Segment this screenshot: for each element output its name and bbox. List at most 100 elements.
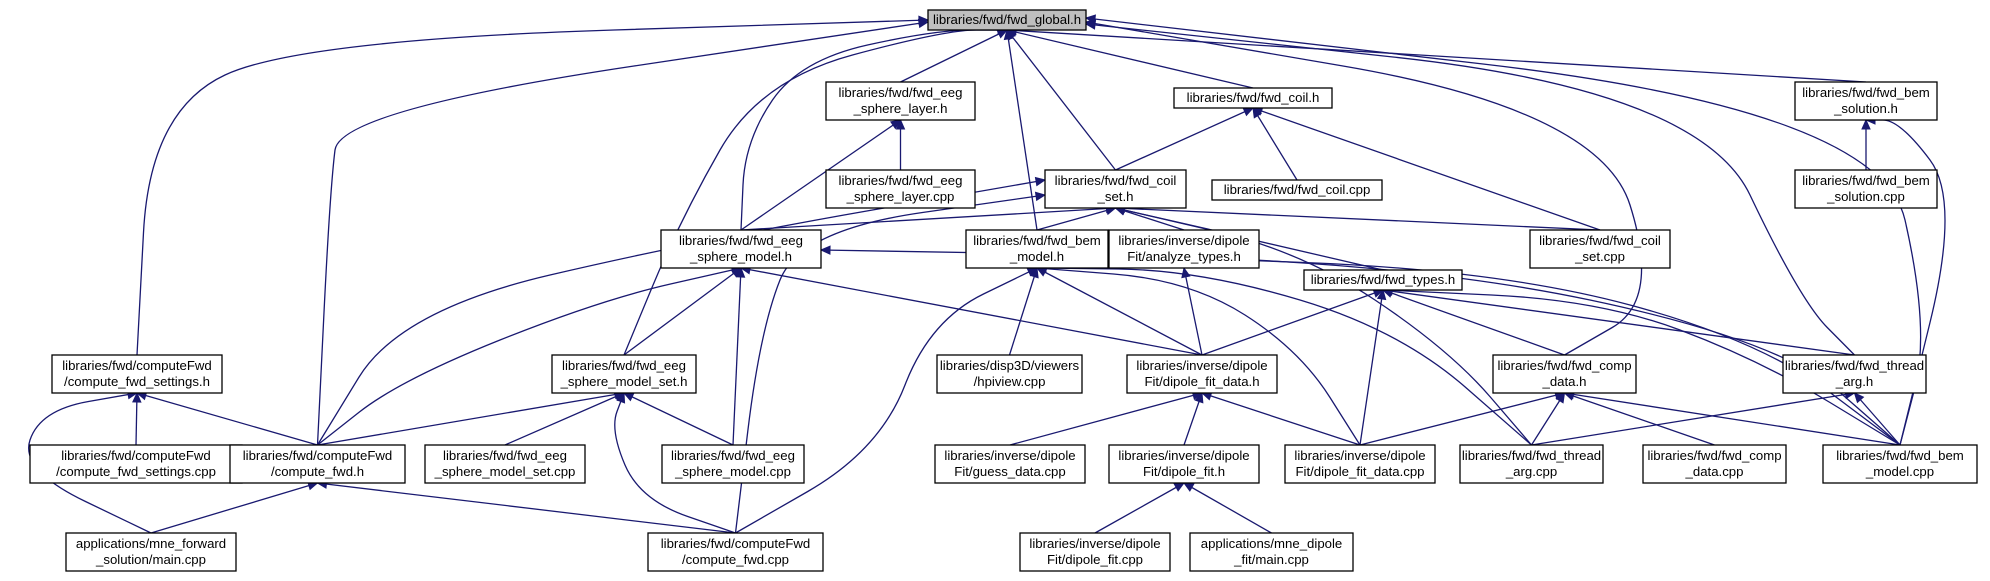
- node-eeg-model-set-cpp[interactable]: libraries/fwd/fwd_eeg_sphere_model_set.c…: [424, 444, 586, 484]
- node-label-line: libraries/fwd/fwd_bem: [1802, 85, 1930, 100]
- node-eeg-model-h[interactable]: libraries/fwd/fwd_eeg_sphere_model.h: [660, 229, 822, 269]
- edge-compute_fwd_h-to-coil_set_h: [316, 179, 1046, 446]
- node-bem-sol-cpp[interactable]: libraries/fwd/fwd_bem_solution.cpp: [1794, 169, 1938, 209]
- node-box: [29, 444, 243, 484]
- node-fit-data-h[interactable]: libraries/inverse/dipoleFit/dipole_fit_d…: [1126, 354, 1278, 394]
- arrowhead-comp_data_h: [1555, 391, 1566, 404]
- node-label-line: libraries/fwd/fwd_thread: [1462, 448, 1601, 463]
- node-coil-set-h[interactable]: libraries/fwd/fwd_coil_set.h: [1044, 169, 1187, 209]
- node-box: [229, 444, 406, 484]
- node-bem-sol-h[interactable]: libraries/fwd/fwd_bem_solution.h: [1794, 81, 1938, 121]
- node-coil-cpp[interactable]: libraries/fwd/fwd_coil.cpp: [1211, 179, 1383, 201]
- node-label-line: /hpiview.cpp: [974, 374, 1046, 389]
- node-label-line: applications/mne_dipole: [1201, 536, 1343, 551]
- arrowhead-global: [1003, 28, 1014, 41]
- node-guess-data-cpp[interactable]: libraries/inverse/dipoleFit/guess_data.c…: [934, 444, 1086, 484]
- node-label-line: libraries/fwd/fwd_coil: [1055, 173, 1177, 188]
- node-box: [1173, 87, 1333, 109]
- node-analyze-types-h[interactable]: libraries/inverse/dipoleFit/analyze_type…: [1108, 229, 1260, 269]
- node-label-line: libraries/fwd/fwd_bem: [1836, 448, 1964, 463]
- node-label-line: _data.cpp: [1685, 464, 1744, 479]
- edge-bem_model_cpp-to-comp_data_h: [1564, 392, 1901, 446]
- edge-eeg_model_set_h-to-global: [623, 29, 1007, 356]
- node-label-line: libraries/inverse/dipole: [1118, 448, 1249, 463]
- edge-eeg_model_set_cpp-to-eeg_model_set_h: [504, 392, 625, 446]
- node-global[interactable]: libraries/fwd/fwd_global.h: [927, 9, 1087, 31]
- arrowhead-analyze_types_h: [1181, 266, 1191, 279]
- arrowhead-dipole_fit_h: [1182, 482, 1195, 492]
- node-label-line: libraries/fwd/fwd_bem: [973, 233, 1101, 248]
- node-fit-data-cpp[interactable]: libraries/inverse/dipoleFit/dipole_fit_d…: [1284, 444, 1436, 484]
- edge-fit_data_cpp-to-types_h: [1359, 289, 1384, 446]
- edge-coil_set_h-to-coil_h: [1115, 107, 1254, 171]
- node-label-line: _sphere_model.h: [689, 249, 792, 264]
- edge-dipole_fit_cpp-to-dipole_fit_h: [1094, 482, 1185, 534]
- node-box: [1782, 354, 1927, 394]
- arrowhead-types_h: [1376, 288, 1387, 301]
- node-dipole-fit-cpp[interactable]: libraries/inverse/dipoleFit/dipole_fit.c…: [1019, 532, 1171, 572]
- arrowhead-coil_set_h: [1034, 191, 1047, 202]
- arrowhead-eeg_model_set_h: [622, 392, 635, 402]
- node-label-line: /compute_fwd_settings.cpp: [56, 464, 216, 479]
- node-comp-data-h[interactable]: libraries/fwd/fwd_comp_data.h: [1492, 354, 1637, 394]
- node-compute-settings-h[interactable]: libraries/fwd/computeFwd/compute_fwd_set…: [51, 354, 223, 394]
- node-eeg-layer-h[interactable]: libraries/fwd/fwd_eeg_sphere_layer.h: [825, 81, 976, 121]
- node-label-line: libraries/fwd/fwd_eeg: [679, 233, 803, 248]
- node-box: [1108, 229, 1260, 269]
- node-mne-forward-main[interactable]: applications/mne_forward_solution/main.c…: [65, 532, 237, 572]
- node-label-line: _sphere_layer.h: [853, 101, 948, 116]
- node-label-line: _arg.h: [1835, 374, 1873, 389]
- arrowhead-dipole_fit_h: [1173, 482, 1186, 492]
- node-box: [551, 354, 697, 394]
- node-compute-settings-cpp[interactable]: libraries/fwd/computeFwd/compute_fwd_set…: [29, 444, 243, 484]
- edge-coil_set_cpp-to-coil_set_h: [1115, 207, 1601, 231]
- node-comp-data-cpp[interactable]: libraries/fwd/fwd_comp_data.cpp: [1642, 444, 1787, 484]
- node-box: [424, 444, 586, 484]
- node-box: [65, 532, 237, 572]
- node-label-line: libraries/inverse/dipole: [1136, 358, 1267, 373]
- edge-coil_set_cpp-to-coil_h: [1252, 107, 1601, 231]
- node-compute-fwd-h[interactable]: libraries/fwd/computeFwd/compute_fwd.h: [229, 444, 406, 484]
- node-label-line: /compute_fwd.cpp: [682, 552, 789, 567]
- node-box: [1189, 532, 1354, 572]
- edge-fit_data_cpp-to-comp_data_h: [1359, 392, 1565, 446]
- node-bem-model-h[interactable]: libraries/fwd/fwd_bem_model.h: [965, 229, 1109, 269]
- node-eeg-model-set-h[interactable]: libraries/fwd/fwd_eeg_sphere_model_set.h: [551, 354, 697, 394]
- node-label-line: libraries/fwd/fwd_coil: [1539, 233, 1661, 248]
- node-compute-fwd-cpp[interactable]: libraries/fwd/computeFwd/compute_fwd.cpp: [647, 532, 824, 572]
- edge-coil_h-to-global: [1006, 29, 1254, 89]
- node-box: [1108, 444, 1260, 484]
- node-box: [1211, 179, 1383, 201]
- edge-compute_fwd_h-to-global: [316, 21, 929, 446]
- arrowhead-thread_arg_h: [1853, 392, 1865, 404]
- edge-compute_fwd_cpp-to-compute_fwd_h: [317, 482, 736, 534]
- edge-eeg_model_set_h-to-eeg_model_h: [623, 267, 742, 356]
- node-label-line: _sphere_model_set.h: [560, 374, 688, 389]
- node-types-h[interactable]: libraries/fwd/fwd_types.h: [1303, 269, 1463, 291]
- node-hpiview-cpp[interactable]: libraries/disp3D/viewers/hpiview.cpp: [936, 354, 1083, 394]
- edge-fit_data_h-to-types_h: [1201, 289, 1384, 356]
- node-coil-set-cpp[interactable]: libraries/fwd/fwd_coil_set.cpp: [1529, 229, 1671, 269]
- node-label-line: _model.cpp: [1865, 464, 1934, 479]
- node-box: [1822, 444, 1978, 484]
- node-label-line: libraries/fwd/fwd_eeg: [443, 448, 567, 463]
- node-box: [1642, 444, 1787, 484]
- node-thread-arg-cpp[interactable]: libraries/fwd/fwd_thread_arg.cpp: [1459, 444, 1604, 484]
- node-box: [965, 229, 1109, 269]
- arrowhead-eeg_layer_h: [895, 118, 906, 130]
- node-thread-arg-h[interactable]: libraries/fwd/fwd_thread_arg.h: [1782, 354, 1927, 394]
- edge-bem_model_h-to-coil_set_h: [1036, 207, 1116, 231]
- node-label-line: _fit/main.cpp: [1233, 552, 1309, 567]
- edge-fit_data_cpp-to-fit_data_h: [1201, 392, 1361, 446]
- node-mne-dipole-main[interactable]: applications/mne_dipole_fit/main.cpp: [1189, 532, 1354, 572]
- node-box: [1044, 169, 1187, 209]
- node-bem-model-cpp[interactable]: libraries/fwd/fwd_bem_model.cpp: [1822, 444, 1978, 484]
- node-coil-h[interactable]: libraries/fwd/fwd_coil.h: [1173, 87, 1333, 109]
- node-eeg-model-cpp[interactable]: libraries/fwd/fwd_eeg_sphere_model.cpp: [661, 444, 805, 484]
- node-label-line: Fit/dipole_fit_data.h: [1144, 374, 1259, 389]
- node-eeg-layer-cpp[interactable]: libraries/fwd/fwd_eeg_sphere_layer.cpp: [825, 169, 976, 209]
- edge-eeg_model_cpp-to-eeg_model_h: [732, 267, 742, 446]
- edge-hpiview_cpp-to-bem_model_h: [1008, 267, 1038, 356]
- edge-bem_model_cpp-to-thread_arg_h: [1854, 392, 1901, 446]
